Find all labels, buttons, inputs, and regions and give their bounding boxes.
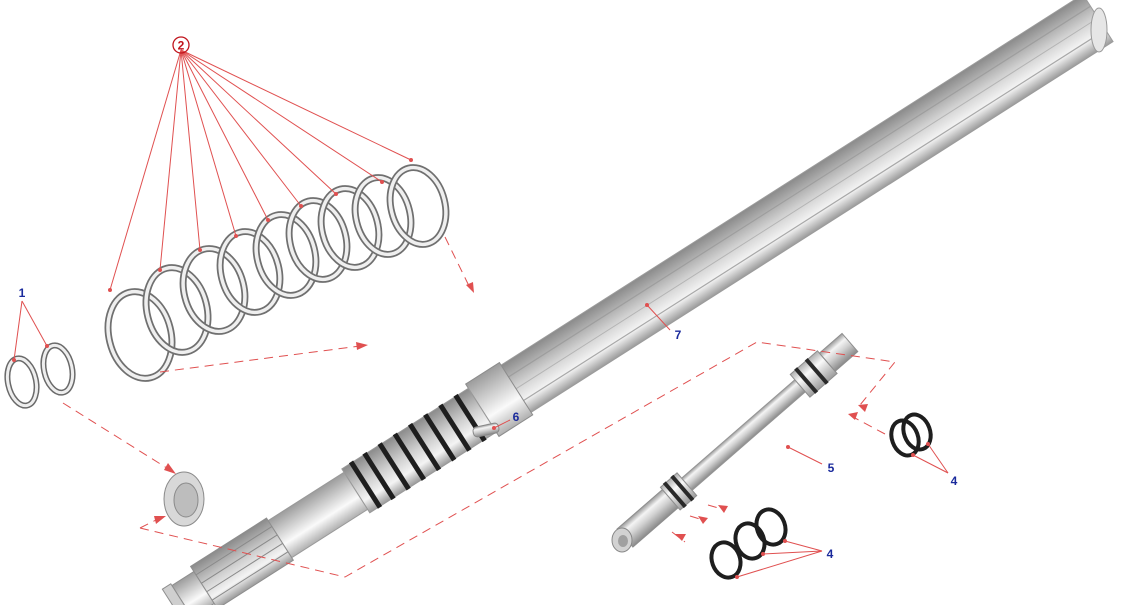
callout-7: 7 <box>675 328 682 342</box>
callout-2-circle <box>172 36 190 54</box>
o-rings-4a <box>889 412 933 458</box>
ring-set-2 <box>104 164 450 382</box>
callout-5: 5 <box>828 461 835 475</box>
callout-2: 2 <box>178 39 185 53</box>
assembly-lines <box>62 236 896 578</box>
pin <box>472 422 500 438</box>
callout-4-bottom: 4 <box>827 547 834 561</box>
leader-dots <box>12 158 930 579</box>
callout-6: 6 <box>513 410 520 424</box>
assembly-arrowheads <box>154 282 868 541</box>
o-rings-4b <box>709 507 788 580</box>
callout-1: 1 <box>19 286 26 300</box>
ring-set-1 <box>4 342 76 409</box>
callout-4-top: 4 <box>951 474 958 488</box>
small-shaft <box>616 332 859 548</box>
leader-lines <box>13 49 949 578</box>
